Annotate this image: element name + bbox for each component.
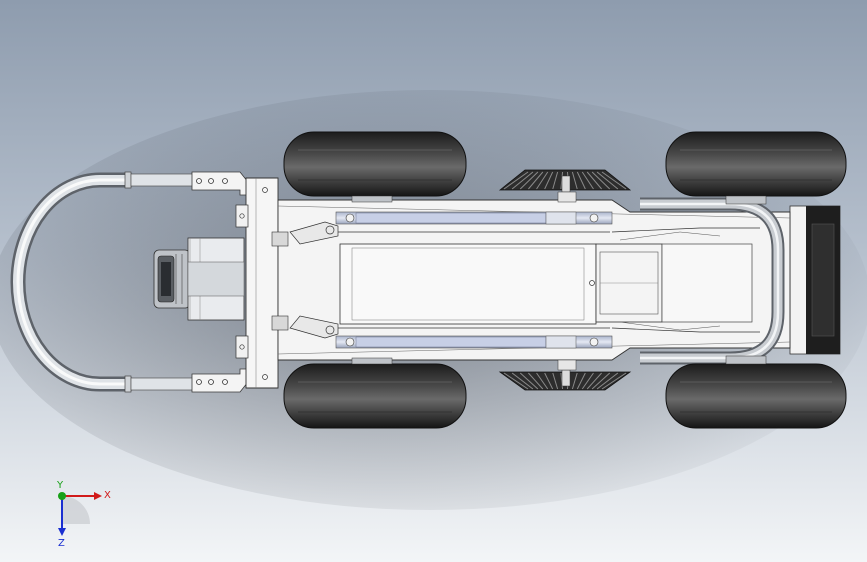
pivot-link-top — [271, 221, 339, 247]
z-axis-arrow — [58, 528, 66, 536]
pivot-link-bottom — [271, 315, 339, 339]
actuator-rail-top — [335, 211, 613, 225]
actuator-rail-bottom — [335, 335, 613, 349]
middle-gear-top — [498, 169, 632, 193]
x-axis-label: X — [104, 490, 111, 501]
handle-bracket-top — [191, 171, 249, 196]
rear-bumper — [789, 205, 841, 355]
wheel-rear-right[interactable] — [665, 363, 847, 429]
wheel-front-right[interactable] — [283, 363, 467, 429]
z-axis-label: Z — [58, 538, 65, 548]
y-axis-marker — [58, 492, 66, 500]
front-flange — [235, 177, 279, 389]
chassis-frame[interactable] — [277, 199, 791, 361]
axle-front-right — [351, 357, 393, 365]
wheel-front-left[interactable] — [283, 131, 467, 197]
x-axis-arrow — [94, 492, 102, 500]
y-axis-label: Y — [56, 480, 64, 491]
gear-shaft-bottom — [557, 359, 577, 371]
gear-shaft-top — [557, 191, 577, 203]
handle-tube[interactable] — [10, 171, 194, 393]
rear-tube — [640, 197, 785, 365]
axle-rear-right — [725, 355, 767, 365]
middle-gear-bottom — [498, 369, 632, 391]
axle-front-left — [351, 195, 393, 203]
coordinate-triad: X Y Z — [56, 480, 111, 548]
wheel-rear-left[interactable] — [665, 131, 847, 197]
camera-head[interactable] — [153, 237, 245, 321]
axle-rear-left — [725, 195, 767, 205]
